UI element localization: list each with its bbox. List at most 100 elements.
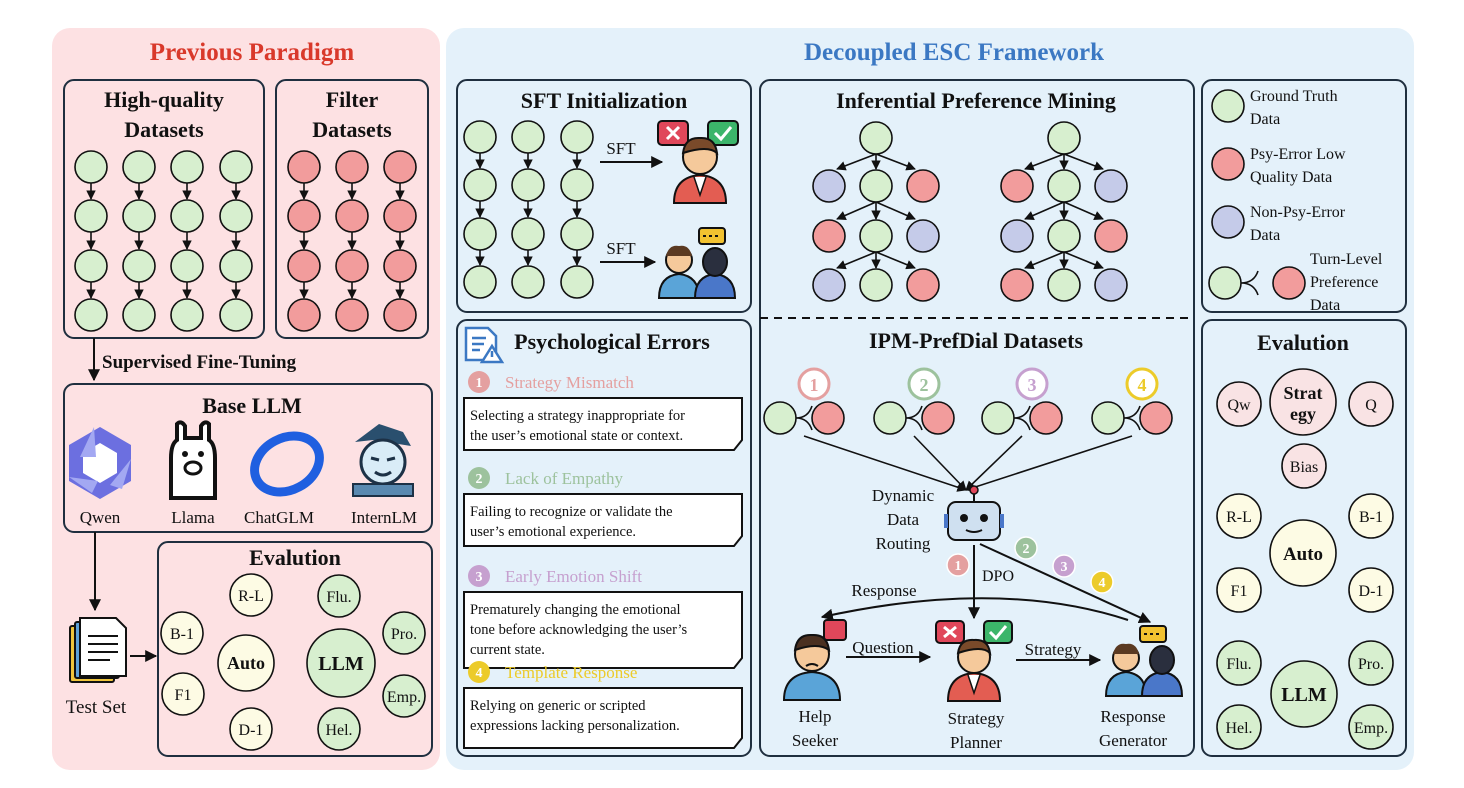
routing-label-2: Data: [887, 510, 920, 529]
sft-label-2: SFT: [606, 239, 636, 258]
legend-pair-chosen: [1208, 266, 1242, 300]
hq-datasets-box: [63, 79, 265, 339]
dialogue-node: [335, 249, 369, 283]
dialogue-node: [122, 249, 156, 283]
error-description-line: the user’s emotional state or context.: [470, 428, 683, 444]
response-generator-icon: [1104, 625, 1184, 697]
dialogue-node: [383, 249, 417, 283]
legend-label: Preference: [1310, 274, 1378, 291]
error-number-badge: [468, 467, 490, 489]
route-badge: [1052, 554, 1076, 578]
routing-label-3: Routing: [876, 534, 931, 553]
routing-label-1: Dynamic: [872, 486, 935, 505]
hq-datasets-title-1: High-quality: [104, 87, 224, 112]
error-badge-number: 3: [1028, 375, 1037, 395]
error-badge: [797, 367, 831, 401]
dialogue-node: [812, 169, 846, 203]
error-number-badge: [468, 565, 490, 587]
error-number-badge: [468, 661, 490, 683]
dialogue-node: [122, 150, 156, 184]
dialogue-node: [1094, 268, 1128, 302]
preference-pair-2: 2: [873, 367, 967, 491]
help-seeker-label-2: Seeker: [792, 731, 839, 750]
test-set-document-icon: [69, 617, 127, 683]
decoupled-framework-title: Decoupled ESC Framework: [804, 39, 1104, 66]
error-number: 2: [476, 472, 483, 487]
flow-arrow: [836, 153, 877, 171]
dialogue-node: [170, 199, 204, 233]
dialogue-node: [74, 199, 108, 233]
planner-person-icon: [657, 120, 739, 204]
dialogue-node: [170, 150, 204, 184]
rejected-node: [921, 401, 955, 435]
legend-pair-rejected: [1272, 266, 1306, 300]
error-description-line: Failing to recognize or validate the: [470, 504, 673, 520]
route-badge-number: 1: [955, 559, 962, 574]
filter-datasets-title-2: Datasets: [312, 117, 392, 142]
left-eval-b1: B-1: [170, 626, 194, 643]
pair-to-router-arrow: [965, 435, 1133, 492]
dialogue-node: [1094, 169, 1128, 203]
route-badge: [1014, 536, 1038, 560]
help-seeker-label-1: Help: [798, 707, 831, 726]
error-badge-number: 2: [920, 375, 929, 395]
legend-swatch: [1211, 147, 1245, 181]
error-description-line: tone before acknowledging the user’s: [470, 622, 688, 638]
flow-arrow: [1063, 153, 1104, 171]
legend-label: Ground Truth: [1250, 88, 1338, 105]
dialogue-node: [287, 150, 321, 184]
model-llama: Llama: [171, 508, 215, 527]
right-eval-qw: Qw: [1227, 397, 1251, 414]
preference-pair-4: 4: [965, 367, 1173, 492]
right-eval-emp: Emp.: [1354, 720, 1388, 737]
right-eval-q: Q: [1365, 397, 1377, 414]
help-seeker-icon: [782, 619, 847, 701]
pair-to-router-arrow: [965, 435, 1023, 491]
legend-label: Psy-Error Low: [1250, 146, 1346, 163]
dialogue-node: [1000, 268, 1034, 302]
flow-arrow: [1024, 251, 1065, 270]
preference-trees: [812, 121, 1128, 302]
rejected-node: [1029, 401, 1063, 435]
error-description-box: [463, 687, 743, 749]
dialogue-node: [859, 268, 893, 302]
preference-pair-3: 3: [965, 367, 1063, 491]
dialogue-node: [1047, 121, 1081, 155]
route-badge-number: 3: [1061, 560, 1068, 575]
error-badge-number: 1: [810, 375, 819, 395]
error-description-line: current state.: [470, 642, 545, 658]
error-number: 3: [476, 570, 483, 585]
dialogue-node: [511, 120, 545, 154]
error-description-line: Selecting a strategy inappropriate for: [470, 408, 685, 424]
dialogue-node: [812, 219, 846, 253]
dialogue-node: [287, 298, 321, 332]
dialogue-node: [1000, 169, 1034, 203]
route-to-generator: [979, 543, 1152, 623]
dialogue-node: [859, 121, 893, 155]
right-eval-bias: Bias: [1290, 459, 1318, 476]
strategy-planner-icon: [935, 620, 1013, 702]
dialogue-node: [906, 268, 940, 302]
legend-label: Quality Data: [1250, 169, 1332, 186]
dialogue-node: [812, 268, 846, 302]
legend-label: Non-Psy-Error: [1250, 204, 1346, 221]
left-eval-bubbles: Auto LLM R-L B-1 F1 D-1 Flu. Pro. Emp. H…: [160, 573, 426, 751]
internlm-logo-icon: [352, 424, 414, 497]
dialogue-node: [335, 298, 369, 332]
previous-paradigm-title: Previous Paradigm: [150, 39, 355, 66]
flow-arrow: [1024, 201, 1065, 220]
flow-arrow: [1024, 153, 1065, 171]
dialogue-node: [287, 199, 321, 233]
strategy-planner-label-2: Planner: [950, 733, 1002, 752]
right-evaluation-title: Evalution: [1257, 330, 1349, 355]
error-badge: [1015, 367, 1049, 401]
dialogue-node: [906, 169, 940, 203]
dialogue-node: [511, 265, 545, 299]
dialogue-node: [1047, 268, 1081, 302]
route-badge: [946, 553, 970, 577]
right-eval-llm: LLM: [1281, 684, 1327, 706]
